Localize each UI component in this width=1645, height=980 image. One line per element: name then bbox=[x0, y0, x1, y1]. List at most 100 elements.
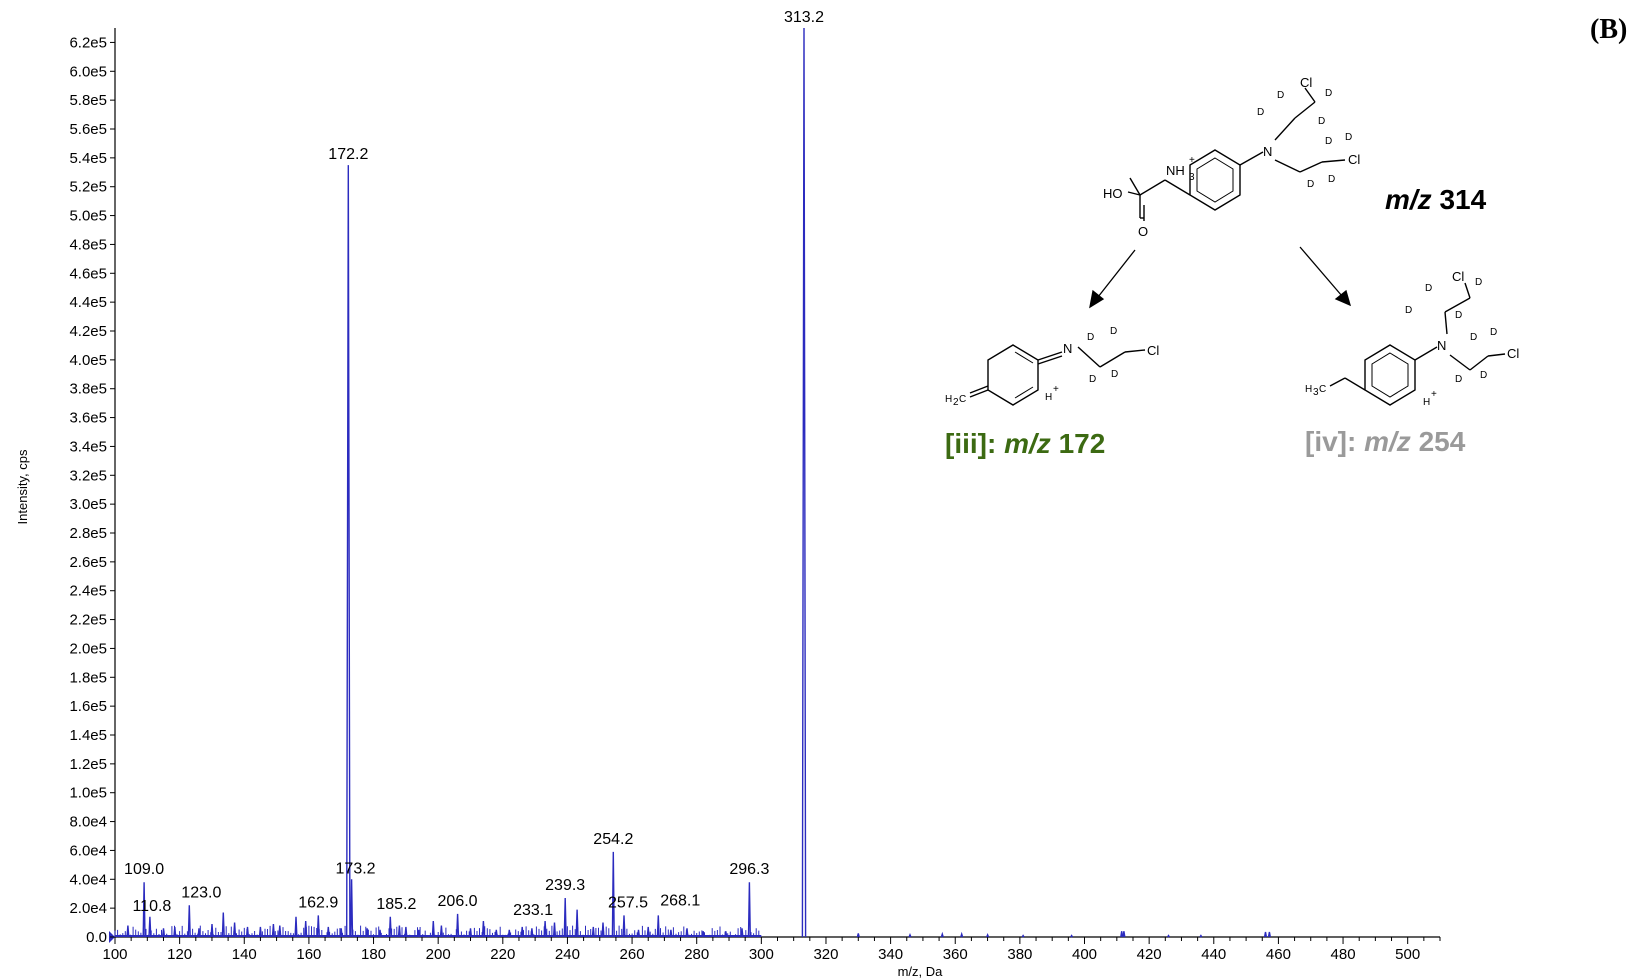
spectrum-peak bbox=[685, 928, 689, 938]
arrow-to-iv bbox=[1299, 246, 1343, 297]
caption-iv-prefix: m/z bbox=[1364, 426, 1411, 457]
iv-h-sup: + bbox=[1431, 389, 1437, 400]
spectrum-peak bbox=[740, 928, 744, 938]
spectrum-peak bbox=[656, 915, 660, 938]
y-tick-label: 1.6e5 bbox=[69, 698, 107, 715]
parent-d4: D bbox=[1318, 116, 1325, 127]
spectrum-peak bbox=[197, 928, 201, 938]
fragmentation-arrows bbox=[1089, 246, 1352, 309]
spectrum-peak bbox=[1199, 934, 1203, 938]
peak-label: 233.1 bbox=[513, 902, 553, 919]
caption-iii: [iii]: m/z 172 bbox=[945, 428, 1105, 460]
spectrum-peak bbox=[397, 925, 401, 938]
parent-nh3: NH bbox=[1166, 163, 1185, 178]
iii-d3: D bbox=[1089, 374, 1096, 385]
caption-iii-value: 172 bbox=[1058, 428, 1106, 459]
spectrum-peak bbox=[646, 926, 650, 938]
iv-cl2: Cl bbox=[1507, 346, 1519, 361]
y-tick-label: 4.0e5 bbox=[69, 352, 107, 369]
x-tick-label: 240 bbox=[555, 946, 580, 963]
y-tick-label: 1.2e5 bbox=[69, 756, 107, 773]
spectrum-peak bbox=[520, 926, 524, 938]
spectrum-peak bbox=[747, 882, 751, 938]
spectrum-peak bbox=[388, 916, 392, 938]
y-tick-label: 3.4e5 bbox=[69, 438, 107, 455]
spectrum-peak bbox=[986, 932, 990, 938]
y-tick-label: 2.0e4 bbox=[69, 900, 107, 917]
spectrum-peak bbox=[908, 932, 912, 938]
y-tick-label: 5.4e5 bbox=[69, 150, 107, 167]
iii-h2c-sub: 2 bbox=[953, 397, 959, 408]
structure-parent bbox=[1127, 87, 1346, 221]
peak-label: 313.2 bbox=[784, 9, 824, 26]
y-tick-label: 6.2e5 bbox=[69, 34, 107, 51]
x-tick-label: 120 bbox=[167, 946, 192, 963]
iii-h-sup: + bbox=[1053, 384, 1059, 395]
spectrum-peak bbox=[173, 926, 177, 938]
spectrum-peak bbox=[611, 851, 615, 938]
y-tick-label: 3.6e5 bbox=[69, 410, 107, 427]
x-tick-label: 380 bbox=[1007, 946, 1032, 963]
spectrum-peak bbox=[468, 928, 473, 938]
spectrum-peak bbox=[417, 929, 421, 938]
peak-label: 268.1 bbox=[660, 892, 700, 909]
y-tick-label: 5.6e5 bbox=[69, 121, 107, 138]
iv-d6: D bbox=[1490, 327, 1497, 338]
spectrum-peak bbox=[294, 916, 298, 938]
spectrum-peak bbox=[530, 928, 534, 938]
iii-n: N bbox=[1063, 341, 1072, 356]
spectrum-peak bbox=[1120, 931, 1124, 938]
x-tick-label: 100 bbox=[102, 946, 127, 963]
spectrum-peak bbox=[1167, 934, 1170, 938]
spectrum-peak bbox=[326, 926, 330, 938]
spectrum-peak bbox=[316, 915, 320, 938]
spectrum-peak bbox=[210, 923, 214, 938]
parent-o: O bbox=[1138, 224, 1148, 239]
y-axis-title: Intensity, cps bbox=[15, 449, 30, 524]
iv-d2: D bbox=[1405, 305, 1412, 316]
spectrum-peak bbox=[563, 897, 567, 938]
iv-d1: D bbox=[1425, 283, 1432, 294]
spectrum-peak bbox=[346, 165, 351, 938]
spectrum-peak bbox=[148, 916, 152, 938]
caption-parent-value: 314 bbox=[1439, 184, 1487, 215]
spectrum-peak bbox=[221, 912, 225, 938]
y-tick-label: 2.8e5 bbox=[69, 525, 107, 542]
spectrum-peak bbox=[575, 909, 579, 938]
peak-label: 173.2 bbox=[336, 860, 376, 877]
y-tick-label: 2.4e5 bbox=[69, 583, 107, 600]
spectrum-peak bbox=[552, 922, 557, 938]
x-axis-title: m/z, Da bbox=[898, 964, 944, 979]
spectrum-peak bbox=[245, 926, 250, 938]
parent-d5: D bbox=[1325, 136, 1332, 147]
parent-ho: HO bbox=[1103, 186, 1123, 201]
parent-cl1: Cl bbox=[1300, 75, 1312, 90]
spectrum-peak bbox=[142, 882, 146, 938]
peak-label: 162.9 bbox=[298, 894, 338, 911]
x-tick-label: 200 bbox=[426, 946, 451, 963]
iv-d8: D bbox=[1480, 370, 1487, 381]
spectrum-peak bbox=[701, 931, 705, 938]
spectrum-peak bbox=[161, 928, 166, 938]
parent-d7: D bbox=[1307, 179, 1314, 190]
spectrum-peak bbox=[304, 921, 308, 938]
spectrum-peak bbox=[431, 921, 435, 938]
parent-nh3-sub: 3 bbox=[1189, 172, 1195, 183]
spectrum-peak bbox=[378, 929, 382, 938]
x-tick-label: 140 bbox=[232, 946, 257, 963]
peak-label: 206.0 bbox=[438, 893, 478, 910]
caption-iv-value: 254 bbox=[1418, 426, 1466, 457]
spectrum-peak bbox=[1122, 931, 1126, 938]
x-tick-label: 280 bbox=[684, 946, 709, 963]
spectrum-peak bbox=[724, 931, 728, 938]
spectrum-peak bbox=[439, 925, 443, 938]
caption-iii-prefix: m/z bbox=[1004, 428, 1051, 459]
spectrum-peak bbox=[271, 923, 275, 938]
y-tick-label: 6.0e5 bbox=[69, 63, 107, 80]
spectrum-peak bbox=[494, 929, 498, 938]
x-tick-label: 440 bbox=[1201, 946, 1226, 963]
parent-atom-labels: HO O NH 3 + N Cl Cl D D D D D D D D bbox=[1103, 75, 1360, 239]
